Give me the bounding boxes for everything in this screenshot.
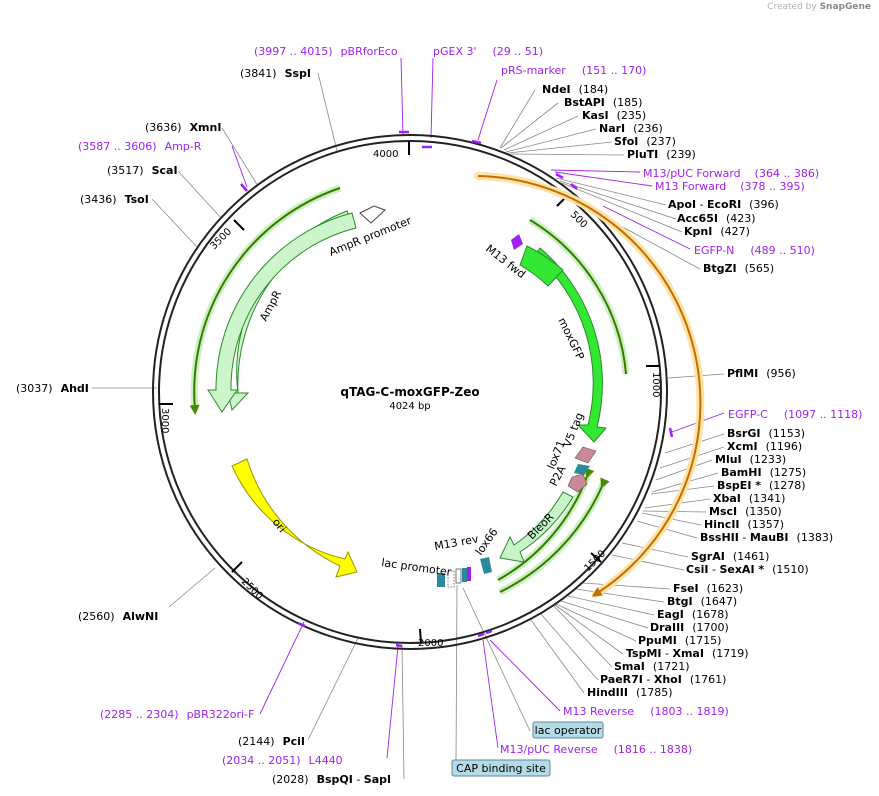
site-bspei[interactable]: BspEI *(1278): [717, 479, 806, 492]
primer-l4440[interactable]: (2034 .. 2051)L4440: [222, 754, 343, 767]
site-csii-sexai[interactable]: CsiI - SexAI *(1510): [686, 563, 809, 576]
primer-m13-reverse[interactable]: M13 Reverse(1803 .. 1819): [563, 705, 729, 718]
site-kpni[interactable]: KpnI(427): [684, 225, 750, 238]
inner-arc-3: [499, 477, 610, 593]
plasmid-size: 4024 bp: [389, 401, 430, 412]
inner-arc-1: [529, 219, 627, 375]
site-acc65i[interactable]: Acc65I(423): [677, 212, 756, 225]
primer-marks: [240, 130, 674, 648]
site-bstapi[interactable]: BstAPI(185): [564, 96, 642, 109]
ticks: [159, 141, 660, 644]
site-sgrai[interactable]: SgrAI(1461): [691, 550, 769, 563]
lox71-arrow: [574, 464, 590, 475]
tick-2500: 2500: [239, 576, 265, 602]
primer-m13puc-forward[interactable]: M13/pUC Forward(364 .. 386): [643, 167, 819, 180]
site-ppumi[interactable]: PpuMI(1715): [638, 634, 721, 647]
sites-right: NdeI(184) BstAPI(185) KasI(235) NarI(236…: [542, 83, 833, 699]
site-mlui[interactable]: MluI(1233): [715, 453, 786, 466]
site-bsrgi[interactable]: BsrGI(1153): [727, 427, 805, 440]
site-apoi-ecori[interactable]: ApoI - EcoRI(396): [668, 198, 779, 211]
backbone-outer: [152, 134, 668, 650]
lac-operator-box: [532, 721, 604, 739]
site-sspi[interactable]: (3841)SspI: [240, 67, 311, 80]
site-hindiii[interactable]: HindIII(1785): [587, 686, 673, 699]
primer-amp-r[interactable]: (3587 .. 3606)Amp-R: [78, 140, 202, 153]
inner-arc-ampr: [189, 187, 341, 415]
cap-binding-label: CAP binding site: [456, 762, 546, 775]
ampr-arrow: [207, 212, 357, 413]
site-bspqi-sapi[interactable]: (2028)BspQI - SapI: [272, 773, 391, 786]
lac-operator-block: [462, 568, 467, 582]
primer-leaders: [231, 57, 725, 759]
primer-pbr322ori-f[interactable]: (2285 .. 2304)pBR322ori-F: [100, 708, 254, 721]
v5-tag-arrow: [574, 446, 597, 464]
inner-arc-2: [497, 467, 595, 581]
site-pluti[interactable]: PluTI(239): [627, 148, 696, 161]
site-alwni[interactable]: (2560)AlwNI: [78, 610, 158, 623]
site-btgi[interactable]: BtgI(1647): [667, 595, 737, 608]
site-bamhi[interactable]: BamHI(1275): [721, 466, 806, 479]
tick-4000: 4000: [373, 149, 398, 160]
site-tspmi-xmai[interactable]: TspMI - XmaI(1719): [626, 647, 749, 660]
site-xmni[interactable]: (3636)XmnI: [145, 121, 221, 134]
site-paer7i-xhoi[interactable]: PaeR7I - XhoI(1761): [600, 673, 726, 686]
primer-m13puc-reverse[interactable]: M13/pUC Reverse(1816 .. 1838): [500, 743, 692, 756]
tick-1000: 1000: [650, 372, 661, 397]
site-eagi[interactable]: EagI(1678): [657, 608, 728, 621]
p2a-arrow: [567, 473, 588, 493]
site-bsshii-maubi[interactable]: BssHII - MauBI(1383): [700, 531, 833, 544]
site-scai[interactable]: (3517)ScaI: [107, 164, 178, 177]
primer-egfp-c[interactable]: EGFP-C(1097 .. 1118): [728, 408, 862, 421]
lac-promoter-block: [447, 570, 455, 588]
site-tsoi[interactable]: (3436)TsoI: [80, 193, 149, 206]
primer-m13-forward[interactable]: M13 Forward(378 .. 395): [655, 180, 805, 193]
sites-left: (2028)BspQI - SapI (2144)PciI (2560)AlwN…: [16, 67, 391, 786]
site-hincii[interactable]: HincII(1357): [704, 518, 784, 531]
site-pflmi[interactable]: PflMI(956): [727, 367, 796, 380]
site-smai[interactable]: SmaI(1721): [614, 660, 689, 673]
ori-arrow: [231, 458, 358, 578]
site-nari[interactable]: NarI(236): [599, 122, 663, 135]
ampr-promoter-arrow: [359, 205, 386, 224]
primer-labels: (3997 .. 4015)pBRforEco pGEX 3'(29 .. 51…: [78, 45, 862, 767]
primer-prs-marker[interactable]: pRS-marker(151 .. 170): [501, 64, 646, 77]
site-kasi[interactable]: KasI(235): [582, 109, 646, 122]
m13rev-mark: [467, 567, 471, 581]
tick-3500: 3500: [208, 226, 234, 252]
tick-3000: 3000: [159, 408, 170, 433]
lac-promoter-label: lac promoter: [381, 556, 453, 579]
tick-2000: 2000: [418, 638, 443, 649]
site-fsei[interactable]: FseI(1623): [673, 582, 743, 595]
site-xbai[interactable]: XbaI(1341): [713, 492, 785, 505]
m13fwd-mark: [511, 234, 523, 250]
site-pcii[interactable]: (2144)PciI: [238, 735, 305, 748]
site-msci[interactable]: MscI(1350): [709, 505, 782, 518]
site-ndei[interactable]: NdeI(184): [542, 83, 608, 96]
lox66-arrow: [480, 557, 492, 574]
site-ahdi[interactable]: (3037)AhdI: [16, 382, 89, 395]
primer-pbrforeco[interactable]: (3997 .. 4015)pBRforEco: [254, 45, 398, 58]
cap-site-block: [437, 573, 445, 587]
bleor-arrow: [499, 491, 574, 563]
plasmid-name: qTAG-C-moxGFP-Zeo: [340, 385, 479, 399]
moxgfp-arrow: [534, 247, 607, 443]
primer-pgex3[interactable]: pGEX 3'(29 .. 51): [433, 45, 543, 58]
site-draiii[interactable]: DraIII(1700): [650, 621, 729, 634]
site-sfoi[interactable]: SfoI(237): [614, 135, 676, 148]
primer-egfp-n[interactable]: EGFP-N(489 .. 510): [694, 244, 815, 257]
snapgene-credit: Created by SnapGene: [767, 2, 871, 12]
cap-binding-box: [451, 759, 551, 777]
site-btgzi[interactable]: BtgZI(565): [703, 262, 774, 275]
site-xcmi[interactable]: XcmI(1196): [727, 440, 802, 453]
lac-operator-label: lac operator: [535, 724, 602, 737]
